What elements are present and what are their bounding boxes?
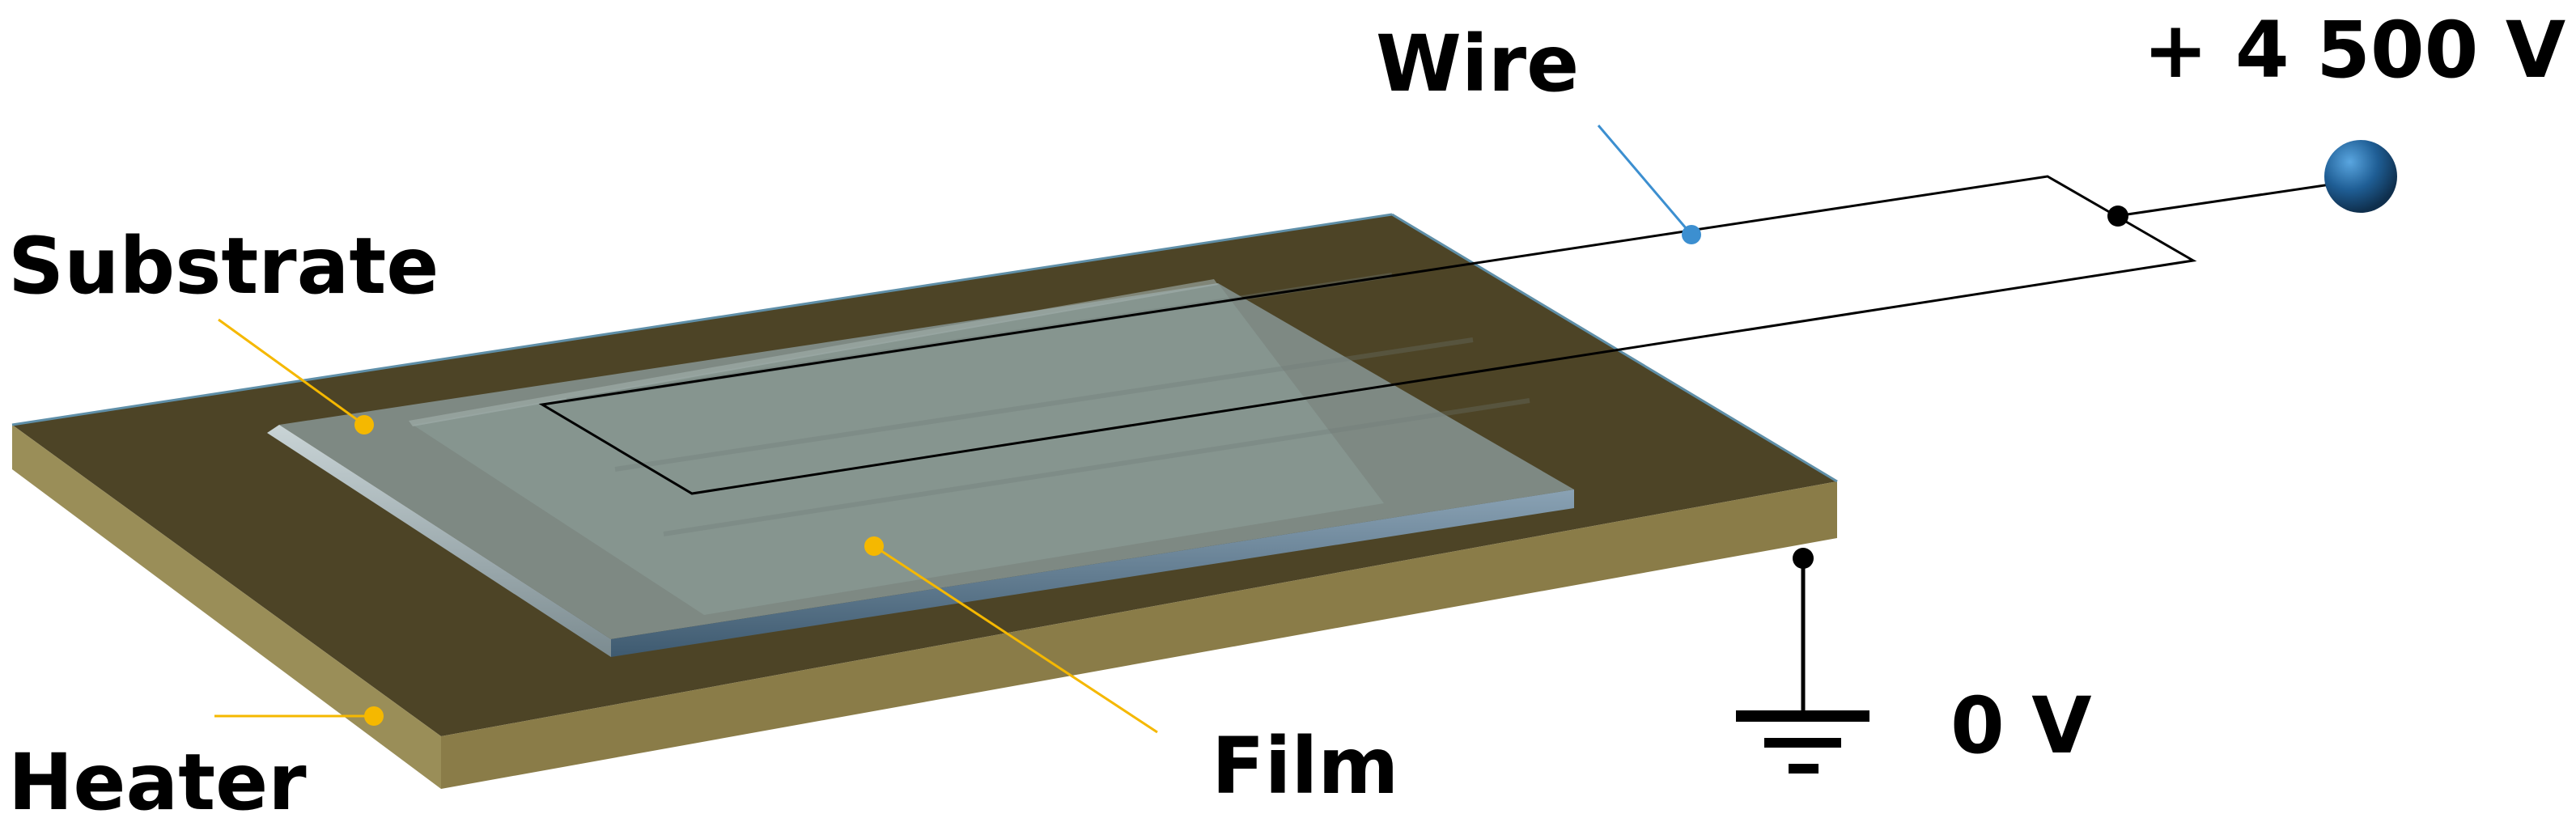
- high-voltage-label: + 4 500 V: [2143, 5, 2565, 95]
- heater-front-face: [441, 481, 1837, 789]
- substrate-left-bevel: [267, 425, 611, 657]
- leader-film: [864, 536, 1158, 734]
- leader-heater: [214, 706, 384, 726]
- wire-label: Wire: [1376, 19, 1579, 109]
- substrate-front-bevel: [611, 490, 1574, 657]
- electrode-ball: [2324, 140, 2397, 213]
- substrate-label: Substrate: [8, 221, 439, 312]
- heater-label: Heater: [8, 737, 307, 828]
- leader-substrate: [218, 318, 374, 434]
- heater-left-face: [12, 425, 441, 789]
- ground-voltage-label: 0 V: [1950, 680, 2092, 771]
- film-surface: [413, 283, 1384, 615]
- wire-junction-dot: [2107, 206, 2128, 227]
- ground-connection: [1736, 548, 1869, 774]
- wire: [538, 175, 2364, 495]
- ground-icon: [1736, 710, 1869, 774]
- film-label: Film: [1212, 721, 1398, 812]
- leader-wire: [1597, 125, 1701, 244]
